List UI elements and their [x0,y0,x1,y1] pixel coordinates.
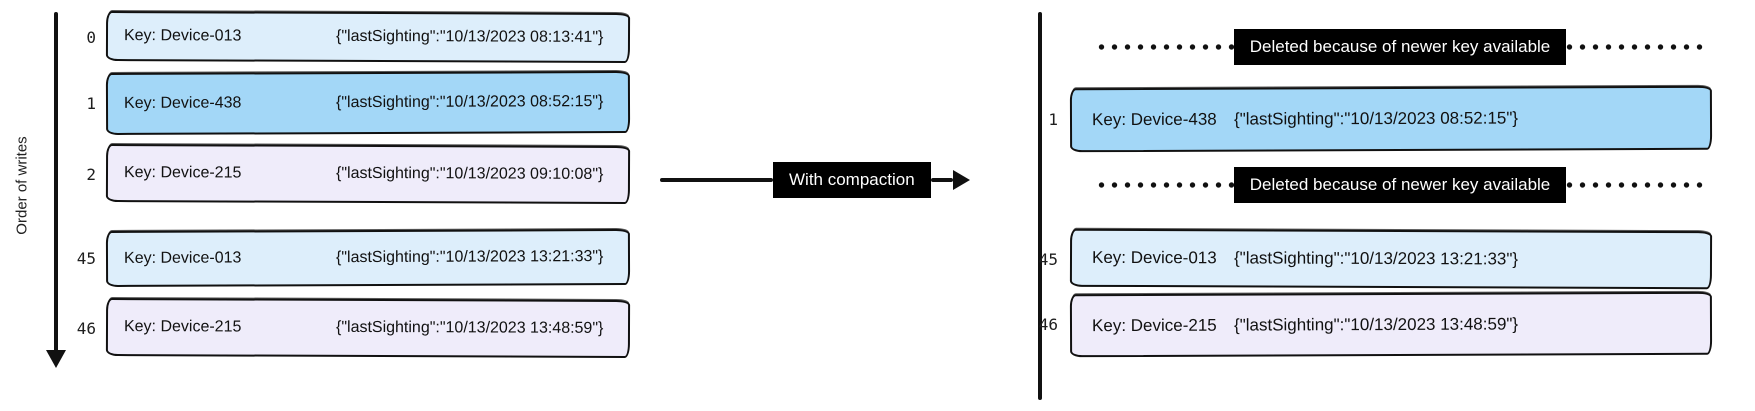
record-index: 1 [86,93,96,113]
record-index: 2 [86,164,96,184]
log-record-row: 46 Key: Device-215 {"lastSighting":"10/1… [66,297,631,359]
record-key: Key: Device-438 [1091,109,1217,130]
order-of-writes-axis-line [54,12,58,352]
log-record-row: 46 Key: Device-215 {"lastSighting":"10/1… [1028,291,1713,358]
record-box: Key: Device-013 {"lastSighting":"10/13/2… [105,10,631,64]
record-value: {"lastSighting":"10/13/2023 13:21:33"} [335,248,604,267]
arrow-line [660,178,773,182]
record-box: Key: Device-215 {"lastSighting":"10/13/2… [105,297,631,359]
log-record-row: 45 Key: Device-013 {"lastSighting":"10/1… [1028,228,1713,290]
record-key: Key: Device-013 [1091,247,1217,268]
arrow-line [930,178,953,182]
record-box: Key: Device-215 {"lastSighting":"10/13/2… [105,143,631,205]
record-index: 0 [86,27,96,47]
log-record-row: 1 Key: Device-438 {"lastSighting":"10/13… [1028,85,1713,153]
deleted-marker-label: Deleted because of newer key available [1233,29,1567,65]
axis-down-arrow-icon [46,350,66,368]
record-key: Key: Device-013 [123,249,242,267]
record-value: {"lastSighting":"10/13/2023 13:21:33"} [1233,248,1519,269]
log-record-row: 45 Key: Device-013 {"lastSighting":"10/1… [66,228,631,288]
order-of-writes-axis-label: Order of writes [13,136,31,235]
record-key: Key: Device-215 [123,164,242,182]
record-index: 45 [1038,249,1058,269]
record-key: Key: Device-013 [123,27,242,45]
record-box: Key: Device-438 {"lastSighting":"10/13/2… [1069,85,1713,153]
compaction-arrow-label: With compaction [773,162,931,198]
record-value: {"lastSighting":"10/13/2023 09:10:08"} [335,164,604,183]
log-record-row: 0 Key: Device-013 {"lastSighting":"10/13… [66,10,631,64]
record-box: Key: Device-013 {"lastSighting":"10/13/2… [105,228,631,288]
record-value: {"lastSighting":"10/13/2023 13:48:59"} [335,318,604,337]
record-value: {"lastSighting":"10/13/2023 08:52:15"} [335,93,604,112]
record-key: Key: Device-438 [123,94,242,112]
with-compaction-arrow: With compaction [660,161,1000,199]
record-box: Key: Device-438 {"lastSighting":"10/13/2… [105,70,631,136]
record-index: 46 [76,318,96,338]
deleted-marker-row: Deleted because of newer key available [1095,167,1705,203]
record-value: {"lastSighting":"10/13/2023 13:48:59"} [1233,314,1519,335]
log-record-row: 1 Key: Device-438 {"lastSighting":"10/13… [66,70,631,136]
record-key: Key: Device-215 [1091,315,1217,335]
record-box: Key: Device-215 {"lastSighting":"10/13/2… [1069,291,1713,358]
record-value: {"lastSighting":"10/13/2023 08:13:41"} [335,27,604,46]
record-index: 46 [1038,315,1058,334]
deleted-marker-label: Deleted because of newer key available [1233,167,1567,203]
record-box: Key: Device-013 {"lastSighting":"10/13/2… [1069,228,1713,290]
arrow-right-head-icon [952,170,970,190]
record-index: 1 [1048,109,1058,129]
deleted-marker-row: Deleted because of newer key available [1095,29,1705,65]
compacted-log-baseline [1038,12,1042,400]
record-key: Key: Device-215 [123,318,242,336]
record-index: 45 [76,248,96,268]
record-value: {"lastSighting":"10/13/2023 08:52:15"} [1233,108,1519,129]
log-record-row: 2 Key: Device-215 {"lastSighting":"10/13… [66,143,631,205]
